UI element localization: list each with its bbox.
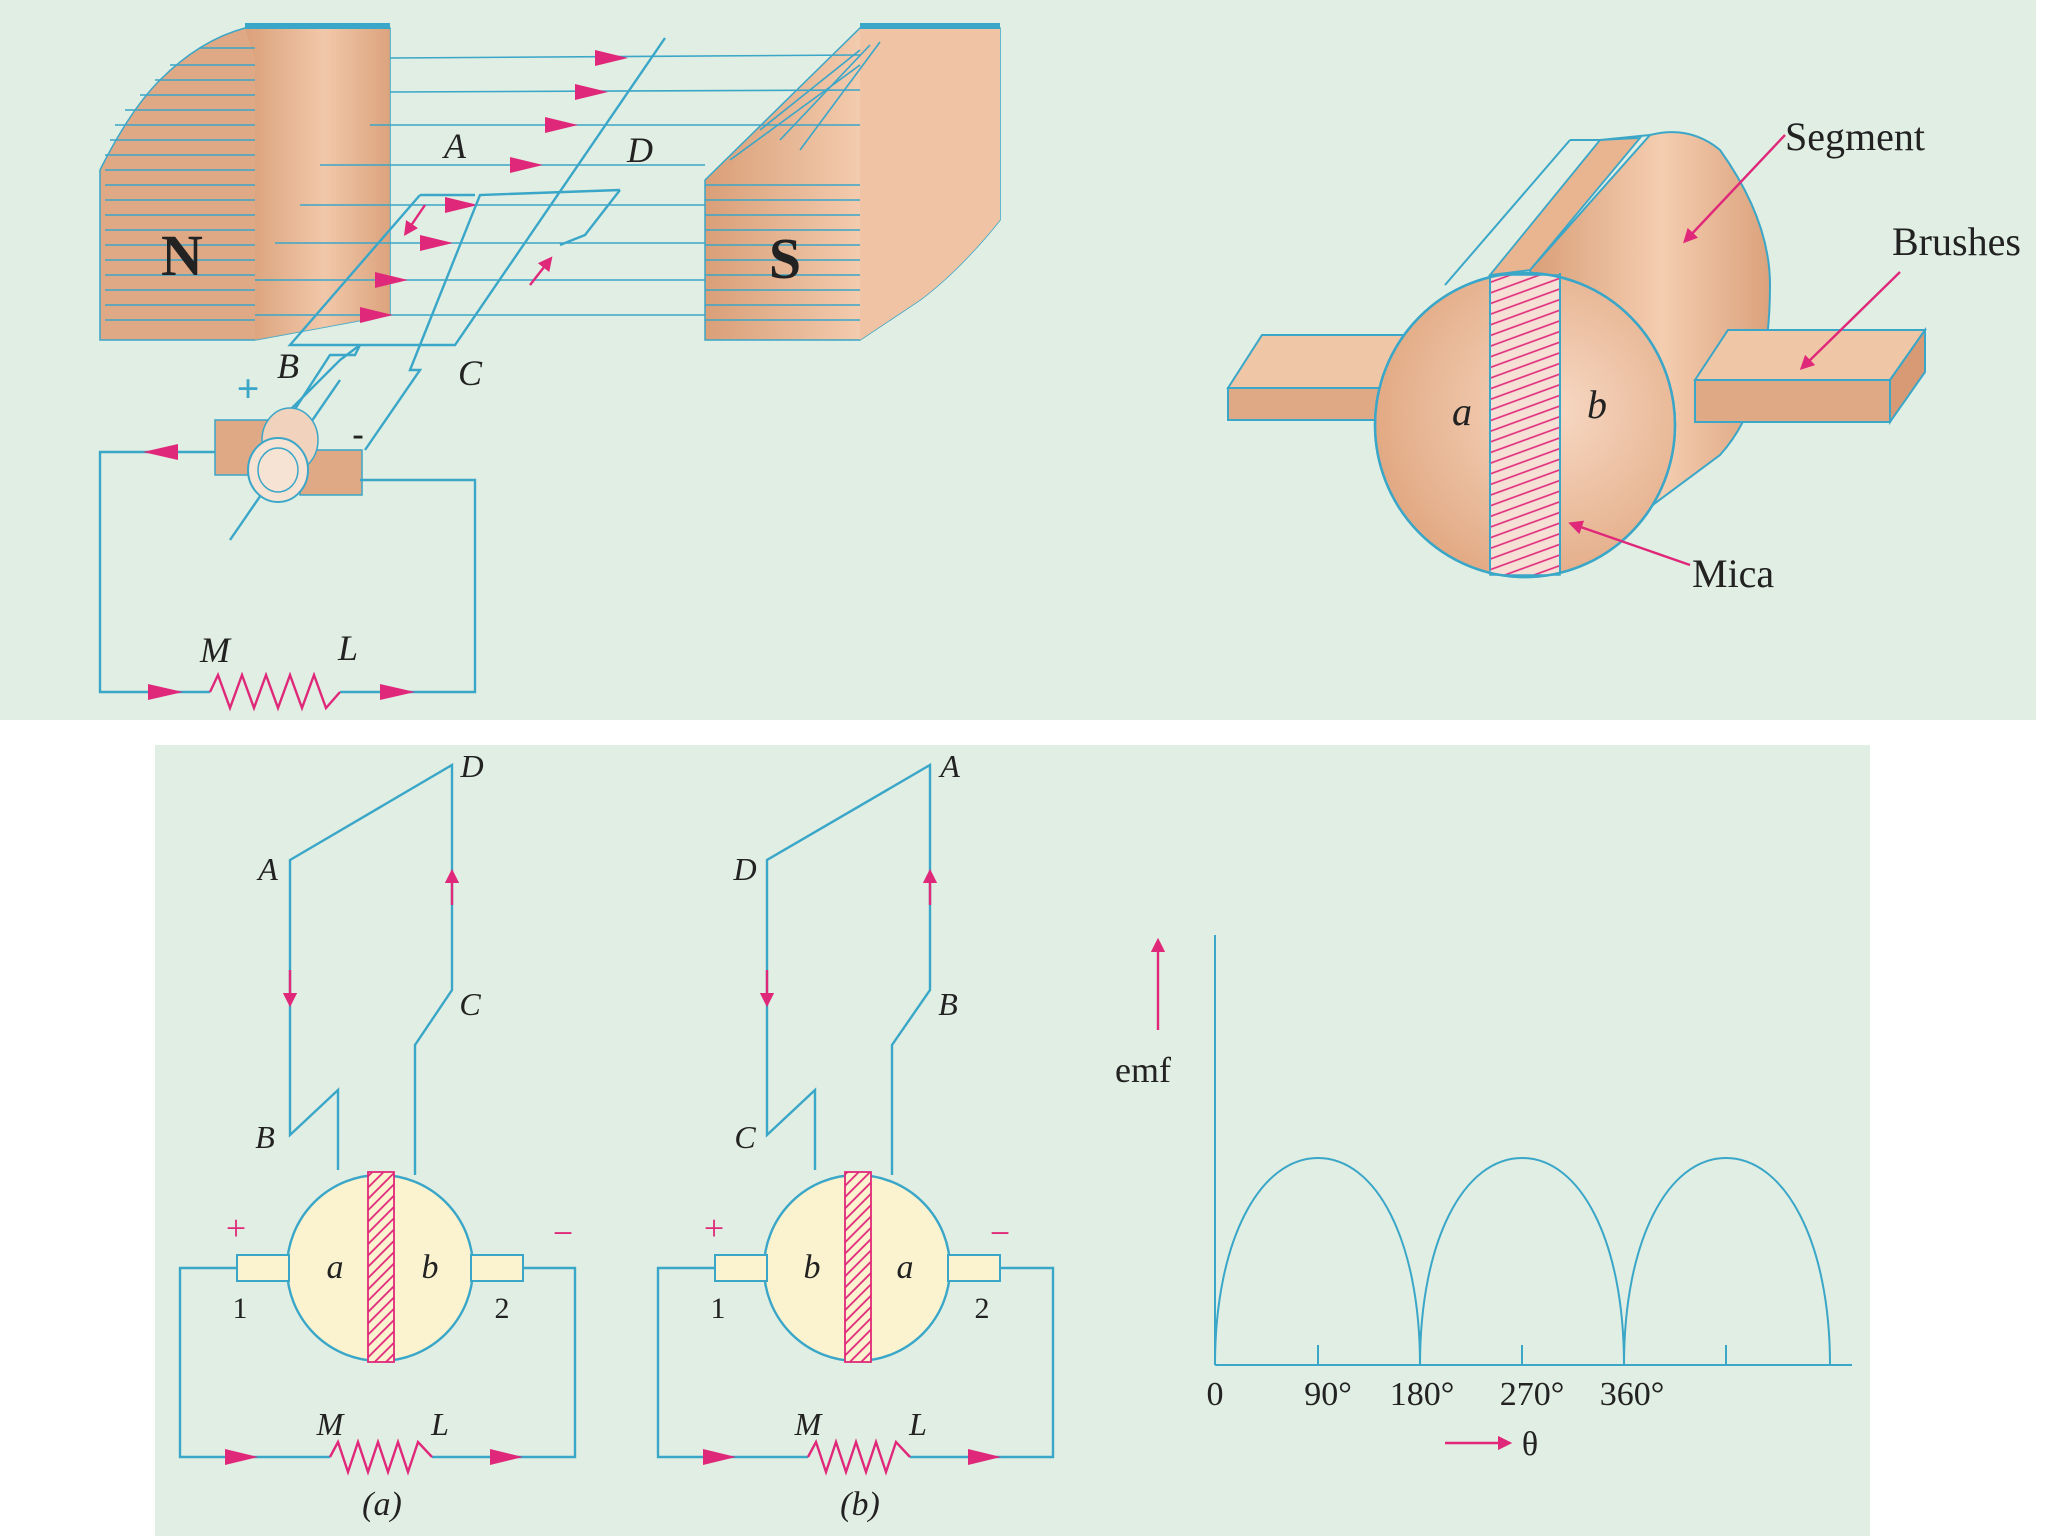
circuit-b-load-L: L (908, 1406, 927, 1442)
circuit-a-load-M: M (316, 1406, 346, 1442)
coil-label-B: B (277, 346, 299, 386)
coil-current-arrows (403, 204, 553, 286)
north-pole-label: N (161, 223, 203, 288)
circuit-a: D A C B a b 1 2 + − M L (a) (178, 748, 577, 1523)
commutator-half-b-label: b (1587, 382, 1607, 427)
commutator-front-disc (1373, 271, 1677, 579)
circuit-b-plus: + (704, 1208, 724, 1248)
small-commutator-plus: + (237, 366, 260, 411)
circuit-b-label-D: D (732, 851, 756, 887)
circuit-b-label-B: B (938, 986, 958, 1022)
circuit-a-label-B: B (255, 1119, 275, 1155)
load-label-M-top: M (199, 630, 232, 670)
load-resistor-top (208, 671, 341, 712)
circuit-a-load-arrow-left (225, 1449, 258, 1465)
brushes-pointer (1799, 271, 1901, 371)
emf-y-label: emf (1115, 1050, 1171, 1090)
commutator-half-a-label: a (1452, 389, 1472, 434)
circuit-a-mica (367, 1171, 395, 1363)
circuit-b-load-M: M (794, 1406, 824, 1442)
south-pole: S (704, 23, 1001, 341)
circuit-b-brush-1 (714, 1254, 768, 1282)
circuit-a-label-A: A (256, 851, 278, 887)
emf-x-label: θ (1522, 1426, 1538, 1463)
circuit-a-plus: + (226, 1208, 246, 1248)
circuit-a-load-resistor (328, 1438, 433, 1476)
emf-origin-label: 0 (1207, 1376, 1224, 1413)
emf-tick-90: 90° (1304, 1376, 1352, 1413)
circuit-a-load-L: L (430, 1406, 449, 1442)
south-pole-label: S (769, 226, 801, 291)
segment-pointer (1683, 134, 1786, 244)
circuit-b-mica (844, 1171, 872, 1363)
brushes-label: Brushes (1892, 219, 2021, 264)
circuit-a-minus: − (553, 1213, 573, 1253)
mica-label: Mica (1692, 551, 1774, 596)
coil-label-C: C (458, 353, 483, 393)
circuit-b-minus: − (990, 1213, 1010, 1253)
emf-tick-180: 180° (1390, 1376, 1455, 1413)
right-brush (1693, 326, 1927, 426)
coil-label-A: A (442, 126, 467, 166)
generator-diagram: N S (98, 23, 1001, 712)
emf-tick-270: 270° (1500, 1376, 1565, 1413)
small-commutator-minus: - (352, 416, 363, 453)
left-brush (1226, 334, 1442, 421)
circuit-b-label-A: A (938, 748, 960, 784)
emf-plot: emf 0 90° 180° 270° 360° θ (1115, 935, 1852, 1463)
circuit-b-load-resistor (806, 1438, 911, 1476)
load-label-L-top: L (337, 628, 358, 668)
north-pole: N (99, 23, 391, 341)
mica-pointer (1568, 520, 1691, 567)
circuit-a-brush-2-num: 2 (495, 1292, 510, 1325)
coil-label-D: D (626, 130, 653, 170)
circuit-a-caption: (a) (362, 1486, 402, 1523)
circuit-a-label-D: D (459, 748, 483, 784)
circuit-a-coil (288, 762, 454, 1175)
circuit-b-seg-b: b (804, 1249, 821, 1286)
emf-tick-360: 360° (1600, 1376, 1665, 1413)
circuit-b-brush-1-num: 1 (711, 1292, 726, 1325)
circuit-b-caption: (b) (840, 1486, 880, 1523)
circuit-a-label-C: C (459, 986, 481, 1022)
circuit-a-load-arrow-right (490, 1449, 523, 1465)
segment-label: Segment (1785, 114, 1925, 159)
circuit-b-label-C: C (734, 1119, 756, 1155)
circuit-a-brush-2 (470, 1254, 524, 1282)
small-commutator (214, 407, 363, 503)
circuit-a-brush-1-num: 1 (233, 1292, 248, 1325)
circuit-b-load-arrow-right (968, 1449, 1001, 1465)
circuit-b-load-arrow-left (703, 1449, 736, 1465)
circuit-a-seg-b: b (422, 1249, 439, 1286)
circuit-b: A D B C b a 1 2 + − M L (b) (656, 748, 1055, 1523)
circuit-b-seg-a: a (897, 1249, 914, 1286)
circuit-b-coil (765, 762, 932, 1175)
circuit-b-brush-2-num: 2 (975, 1292, 990, 1325)
emf-ticks (1317, 1345, 1727, 1365)
external-circuit-arrows (143, 444, 415, 700)
commutator-3d: a b Segment Brushes Mica (1226, 114, 2021, 596)
circuit-b-brush-2 (947, 1254, 1001, 1282)
flux-arrows (360, 50, 628, 323)
circuit-a-seg-a: a (327, 1249, 344, 1286)
emf-waveform (1214, 1156, 1831, 1366)
bottom-panel-background (155, 745, 1870, 1536)
circuit-a-brush-1 (236, 1254, 290, 1282)
